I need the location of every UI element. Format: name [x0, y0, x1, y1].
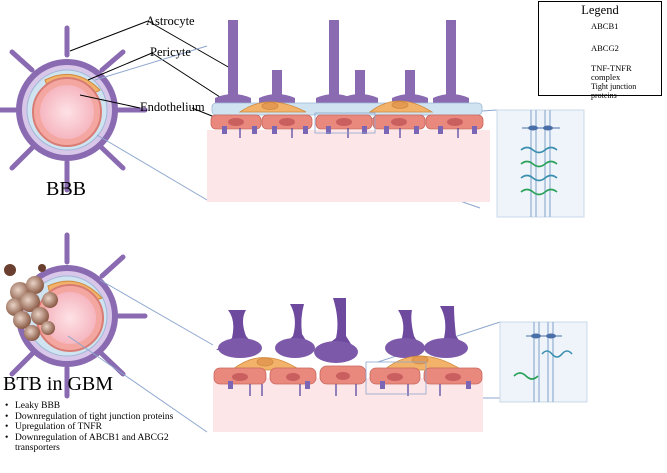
bbb-vessel-cross-section	[0, 25, 148, 193]
list-item: Upregulation of TNFR	[5, 422, 205, 433]
btb-vessel-cross-section	[4, 232, 148, 399]
list-item: Downregulation of ABCB1 and ABCG2 transp…	[5, 433, 205, 454]
glioblastoma-cells	[4, 264, 58, 341]
btb-lumen-strip	[213, 378, 483, 432]
btb-lumen	[44, 292, 96, 344]
pericyte-label: Pericyte	[150, 45, 191, 59]
astrocyte-label: Astrocyte	[146, 14, 195, 28]
bbb-lumen-strip	[207, 130, 490, 202]
bbb-astrocyte-endfeet	[0, 25, 148, 193]
btb-transporters	[228, 381, 471, 389]
legend-box: Legend ABCB1 ABCG2 TNF-TNFR complex Tigh…	[538, 1, 662, 100]
btb-swollen-endfeet	[216, 298, 468, 363]
bbb-pericytes	[238, 100, 434, 113]
btb-pericytes	[230, 355, 464, 371]
btb-zoom-box	[365, 361, 427, 395]
bbb-endothelial-nuclei	[228, 118, 463, 126]
btb-changes-list: Leaky BBB Downregulation of tight juncti…	[3, 401, 205, 454]
bbb-zoom-box	[314, 112, 376, 134]
list-item: Leaky BBB	[5, 401, 205, 412]
endothelium-label: Endothelium	[140, 100, 205, 114]
legend-label-tnf-tnfr: TNF-TNFR complex	[591, 63, 632, 82]
btb-tight-junction-inset	[499, 321, 588, 403]
bbb-longitudinal-section	[207, 20, 490, 202]
legend-label-abcb1: ABCB1	[591, 21, 619, 31]
bbb-transporters	[222, 126, 477, 134]
btb-title: BTB in GBM	[3, 373, 114, 395]
legend-label-abcg2: ABCG2	[591, 43, 619, 53]
legend-label-tight-junction: Tight junction proteins	[591, 82, 637, 100]
bbb-title: BBB	[46, 178, 87, 200]
bbb-tight-junction-inset	[496, 109, 585, 218]
btb-longitudinal-section	[213, 298, 483, 432]
bbb-endfeet	[215, 20, 469, 103]
btb-endothelial-nuclei	[232, 372, 461, 381]
legend-title: Legend	[581, 3, 619, 17]
list-item: Downregulation of tight junction protein…	[5, 412, 205, 423]
btb-astrocyte-endfeet	[9, 232, 148, 399]
bbb-lumen	[40, 85, 94, 139]
